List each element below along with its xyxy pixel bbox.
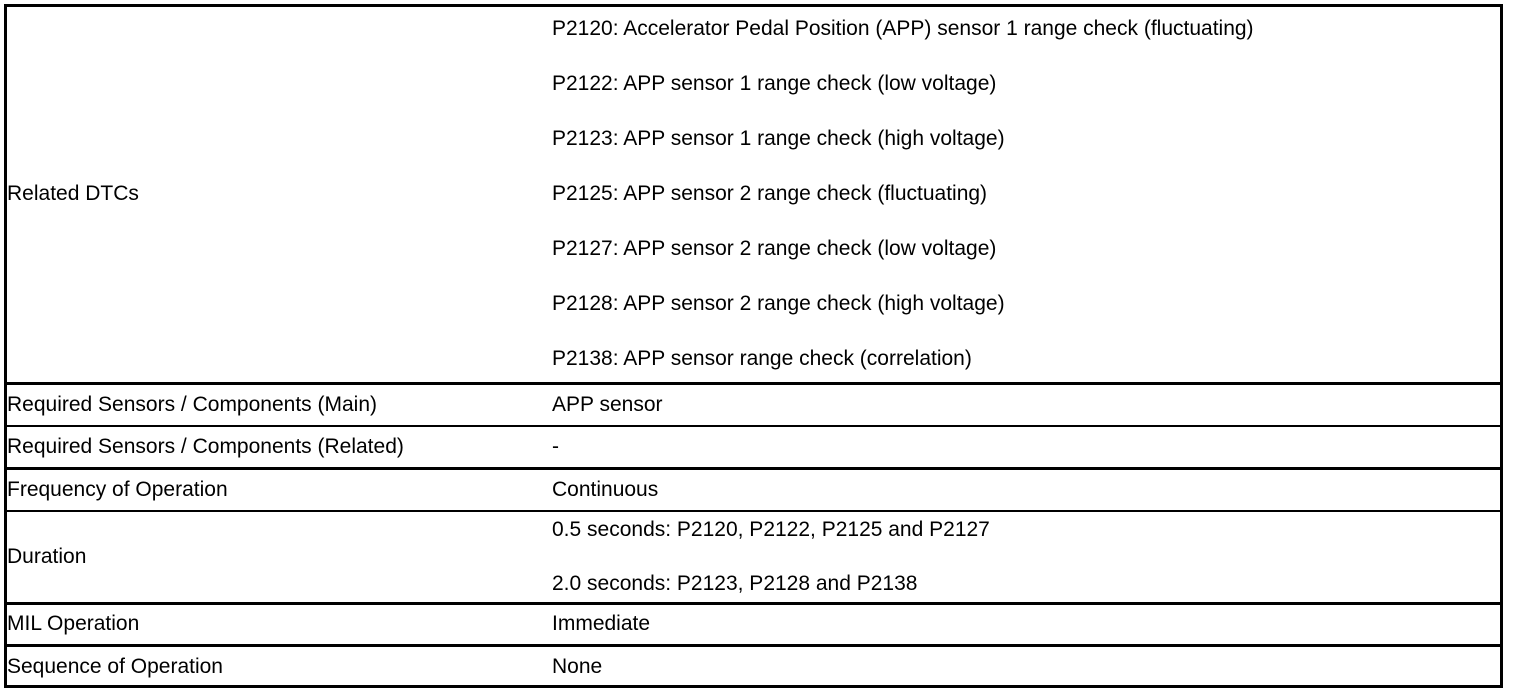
- label-text: Duration: [7, 544, 87, 568]
- row-value-sequence-of-operation: None: [552, 643, 1500, 687]
- list-item: P2138: APP sensor range check (correlati…: [552, 347, 972, 371]
- label-text: Related DTCs: [7, 182, 139, 206]
- table-row-related-dtcs: Related DTCs P2120: Accelerator Pedal Po…: [7, 7, 1500, 383]
- table-row-sequence-of-operation: Sequence of Operation None: [7, 643, 1500, 687]
- table-row-required-sensors-related: Required Sensors / Components (Related) …: [7, 425, 1500, 468]
- table-row-duration: Duration 0.5 seconds: P2120, P2122, P212…: [7, 510, 1500, 603]
- label-text: Sequence of Operation: [7, 654, 223, 678]
- row-label-required-sensors-related: Required Sensors / Components (Related): [7, 425, 552, 468]
- row-value-frequency-of-operation: Continuous: [552, 466, 1500, 511]
- label-text: Frequency of Operation: [7, 477, 228, 501]
- row-label-required-sensors-main: Required Sensors / Components (Main): [7, 381, 552, 426]
- row-value-duration: 0.5 seconds: P2120, P2122, P2125 and P21…: [552, 510, 1500, 603]
- value-text: -: [552, 434, 559, 458]
- label-text: MIL Operation: [7, 612, 140, 635]
- list-item: P2123: APP sensor 1 range check (high vo…: [552, 127, 1005, 151]
- list-item: 2.0 seconds: P2123, P2128 and P2138: [552, 571, 918, 595]
- row-value-related-dtcs: P2120: Accelerator Pedal Position (APP) …: [552, 7, 1500, 383]
- row-value-required-sensors-related: -: [552, 425, 1500, 468]
- list-item: P2120: Accelerator Pedal Position (APP) …: [552, 17, 1254, 41]
- row-label-related-dtcs: Related DTCs: [7, 7, 552, 383]
- value-text: APP sensor: [552, 392, 663, 416]
- list-item: P2127: APP sensor 2 range check (low vol…: [552, 237, 997, 261]
- dtc-list: P2120: Accelerator Pedal Position (APP) …: [552, 16, 1500, 372]
- diagnostic-specification-table: Related DTCs P2120: Accelerator Pedal Po…: [4, 4, 1503, 688]
- row-label-mil-operation: MIL Operation: [7, 601, 552, 645]
- table-row-mil-operation: MIL Operation Immediate: [7, 601, 1500, 645]
- row-value-mil-operation: Immediate: [552, 601, 1500, 645]
- label-text: Required Sensors / Components (Related): [7, 434, 404, 458]
- list-item: P2128: APP sensor 2 range check (high vo…: [552, 292, 1005, 316]
- specification-table: Related DTCs P2120: Accelerator Pedal Po…: [7, 7, 1500, 687]
- row-value-required-sensors-main: APP sensor: [552, 381, 1500, 426]
- label-text: Required Sensors / Components (Main): [7, 392, 378, 416]
- value-text: None: [552, 654, 603, 678]
- table-row-required-sensors-main: Required Sensors / Components (Main) APP…: [7, 381, 1500, 426]
- row-label-duration: Duration: [7, 510, 552, 603]
- value-text: Immediate: [552, 612, 651, 635]
- list-item: P2125: APP sensor 2 range check (fluctua…: [552, 182, 988, 206]
- duration-list: 0.5 seconds: P2120, P2122, P2125 and P21…: [552, 517, 1500, 597]
- table-row-frequency-of-operation: Frequency of Operation Continuous: [7, 466, 1500, 511]
- value-text: Continuous: [552, 477, 659, 501]
- row-label-sequence-of-operation: Sequence of Operation: [7, 643, 552, 687]
- row-label-frequency-of-operation: Frequency of Operation: [7, 466, 552, 511]
- list-item: 0.5 seconds: P2120, P2122, P2125 and P21…: [552, 517, 990, 541]
- list-item: P2122: APP sensor 1 range check (low vol…: [552, 72, 997, 96]
